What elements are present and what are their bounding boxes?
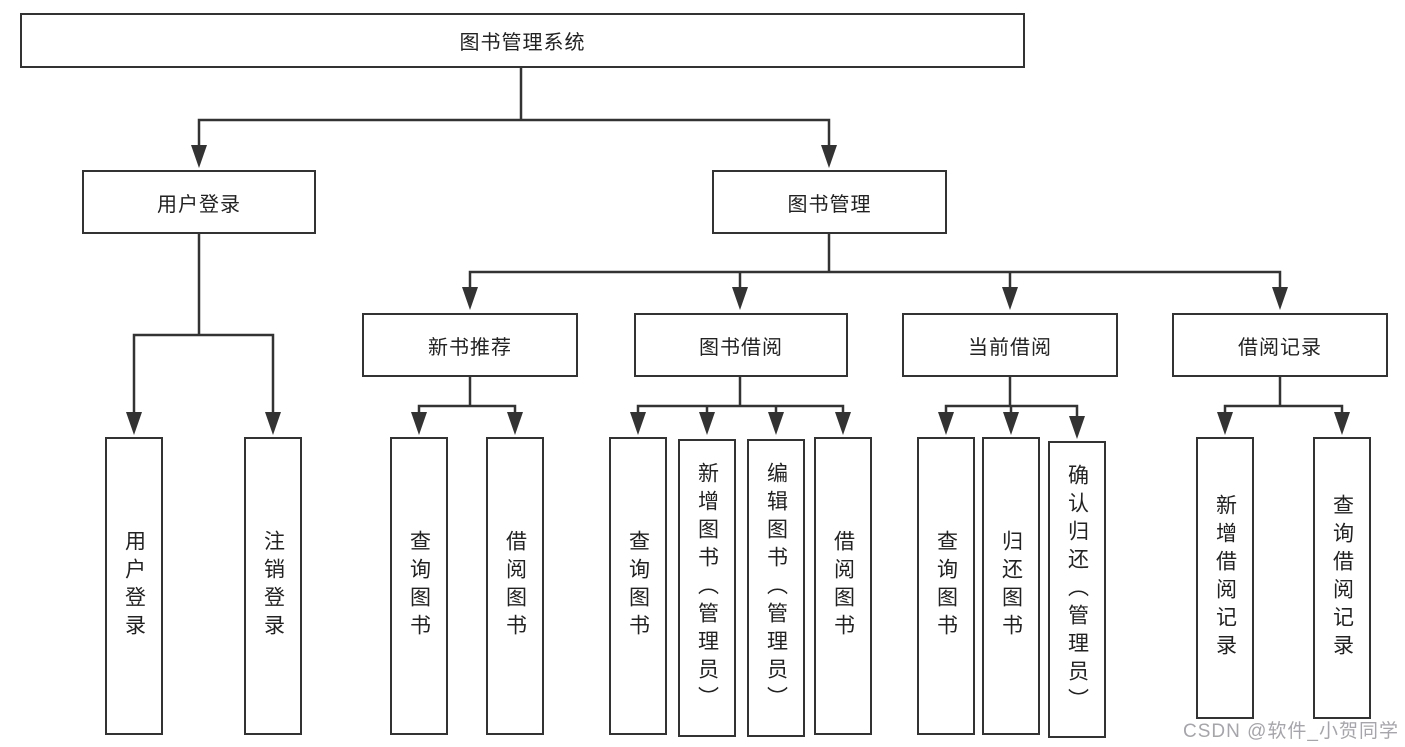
leaf-add-book-admin: 新增图书（管理员） (678, 439, 736, 737)
leaf-borrow-books: 借阅图书 (814, 437, 872, 735)
node-label: 查询图书 (407, 530, 431, 642)
node-label: 图书管理系统 (459, 32, 586, 54)
node-label: 查询图书 (626, 530, 650, 642)
node-label: 归还图书 (999, 530, 1023, 642)
node-book-borrowing: 图书借阅 (634, 313, 848, 377)
leaf-logout: 注销登录 (244, 437, 302, 735)
node-new-book-recommendation: 新书推荐 (362, 313, 578, 377)
node-book-management-branch: 图书管理 (712, 170, 947, 234)
leaf-confirm-return-admin: 确认归还（管理员） (1048, 441, 1106, 738)
leaf-query-books-borrow: 查询图书 (609, 437, 667, 735)
node-user-login-branch: 用户登录 (82, 170, 316, 234)
node-label: 用户登录 (122, 530, 146, 642)
node-label: 当前借阅 (968, 336, 1052, 359)
node-label: 新增图书（管理员） (695, 462, 719, 714)
leaf-query-books-recommend: 查询图书 (390, 437, 448, 735)
node-label: 用户登录 (157, 193, 241, 216)
node-library-management-system: 图书管理系统 (20, 13, 1025, 68)
node-label: 注销登录 (261, 530, 285, 642)
node-label: 查询图书 (934, 530, 958, 642)
node-label: 编辑图书（管理员） (764, 462, 788, 714)
node-label: 查询借阅记录 (1330, 494, 1354, 662)
leaf-query-borrow-record: 查询借阅记录 (1313, 437, 1371, 719)
leaf-edit-book-admin: 编辑图书（管理员） (747, 439, 805, 737)
node-label: 图书管理 (787, 193, 872, 216)
node-label: 图书借阅 (699, 336, 783, 359)
node-label: 确认归还（管理员） (1065, 463, 1089, 716)
node-borrowing-records: 借阅记录 (1172, 313, 1388, 377)
leaf-user-login: 用户登录 (105, 437, 163, 735)
leaf-add-borrow-record: 新增借阅记录 (1196, 437, 1254, 719)
node-current-borrowing: 当前借阅 (902, 313, 1118, 377)
node-label: 新增借阅记录 (1213, 494, 1237, 662)
node-label: 新书推荐 (428, 336, 512, 359)
node-label: 借阅图书 (503, 530, 527, 642)
leaf-query-books-current: 查询图书 (917, 437, 975, 735)
csdn-watermark: CSDN @软件_小贺同学 (1183, 721, 1399, 742)
leaf-return-book: 归还图书 (982, 437, 1040, 735)
leaf-borrow-books-recommend: 借阅图书 (486, 437, 544, 735)
node-label: 借阅记录 (1238, 336, 1322, 359)
node-label: 借阅图书 (831, 530, 855, 642)
